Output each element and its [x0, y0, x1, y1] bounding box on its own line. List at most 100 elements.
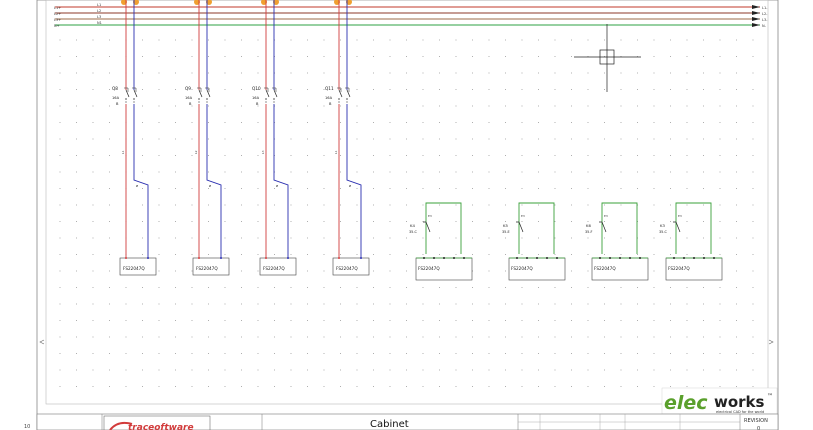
bus-label-left-1: L1+ — [54, 6, 61, 10]
grid-dot — [356, 122, 358, 123]
grid-dot — [686, 303, 688, 305]
grid-dot — [109, 72, 110, 74]
grid-dot — [307, 72, 308, 74]
grid-dot — [373, 155, 374, 156]
grid-dot — [637, 336, 638, 338]
grid-dot — [637, 386, 638, 387]
grid-dot — [290, 105, 292, 107]
grid-dot — [703, 72, 704, 74]
grid-dot — [653, 122, 655, 123]
grid-dot — [191, 270, 193, 272]
grid-dot — [587, 138, 589, 140]
grid-dot — [109, 353, 110, 354]
grid-dot — [554, 237, 556, 239]
grid-dot — [191, 155, 193, 156]
grid-dot — [422, 72, 424, 74]
grid-dot — [653, 303, 655, 305]
grid-dot — [439, 237, 440, 239]
grid-dot — [505, 39, 506, 41]
grid-dot — [356, 155, 358, 156]
grid-dot — [422, 386, 424, 387]
grid-dot — [373, 336, 374, 338]
grid-dot — [686, 122, 688, 123]
load-box[interactable] — [332, 257, 370, 276]
relay-contact — [599, 221, 607, 233]
grid-dot — [488, 270, 490, 272]
grid-dot — [406, 122, 407, 123]
grid-dot — [241, 72, 242, 74]
grid-dot — [191, 72, 193, 74]
grid-dot — [439, 39, 440, 41]
grid-dot — [422, 122, 424, 123]
grid-dot — [439, 155, 440, 156]
grid-dot — [472, 138, 473, 140]
grid-dot — [686, 138, 688, 140]
grid-dot — [241, 369, 242, 371]
grid-dot — [604, 336, 605, 338]
module-pin — [556, 257, 558, 259]
grid-dot — [340, 155, 341, 156]
grid-dot — [109, 287, 110, 288]
crosshair-cursor[interactable] — [574, 24, 641, 92]
grid-dot — [719, 105, 721, 107]
grid-dot — [389, 254, 391, 255]
grid-dot — [686, 56, 688, 57]
grid-dot — [554, 353, 556, 354]
grid-dot — [670, 138, 671, 140]
grid-dot — [521, 72, 523, 74]
grid-dot — [670, 254, 671, 255]
grid-dot — [125, 386, 127, 387]
grid-dot — [670, 39, 671, 41]
grid-dot — [241, 122, 242, 123]
grid-dot — [125, 320, 127, 321]
grid-dot — [290, 56, 292, 57]
grid-dot — [587, 122, 589, 123]
grid-dot — [158, 122, 160, 123]
wire-label-neutral: N — [348, 185, 352, 187]
grid-dot — [439, 221, 440, 222]
grid-dot — [422, 138, 424, 140]
grid-dot — [422, 237, 424, 239]
load-box[interactable] — [259, 257, 297, 276]
grid-dot — [158, 221, 160, 222]
grid-dot — [670, 303, 671, 305]
grid-dot — [587, 320, 589, 321]
grid-dot — [224, 303, 226, 305]
grid-dot — [736, 89, 737, 90]
grid-dot — [356, 237, 358, 239]
grid-dot — [389, 386, 391, 387]
grid-dot — [736, 237, 737, 239]
grid-dot — [703, 155, 704, 156]
breaker-contacts — [337, 87, 350, 103]
grid-dot — [142, 56, 143, 57]
grid-dot — [92, 303, 94, 305]
grid-dot — [241, 105, 242, 107]
load-box[interactable] — [192, 257, 230, 276]
grid-dot — [257, 204, 259, 206]
grid-dot — [389, 155, 391, 156]
control-loop — [518, 202, 555, 254]
grid-dot — [290, 39, 292, 41]
grid-dot — [142, 138, 143, 140]
grid-dot — [406, 369, 407, 371]
grid-dot — [620, 303, 622, 305]
grid-dot — [208, 204, 209, 206]
grid-dot — [686, 89, 688, 90]
load-terminal — [198, 257, 200, 259]
grid-dot — [59, 155, 61, 156]
grid-dot — [191, 336, 193, 338]
grid-dot — [158, 39, 160, 41]
grid-dot — [620, 386, 622, 387]
load-box[interactable] — [119, 257, 157, 276]
grid-dot — [274, 353, 275, 354]
grid-dot — [191, 221, 193, 222]
grid-dot — [422, 171, 424, 173]
